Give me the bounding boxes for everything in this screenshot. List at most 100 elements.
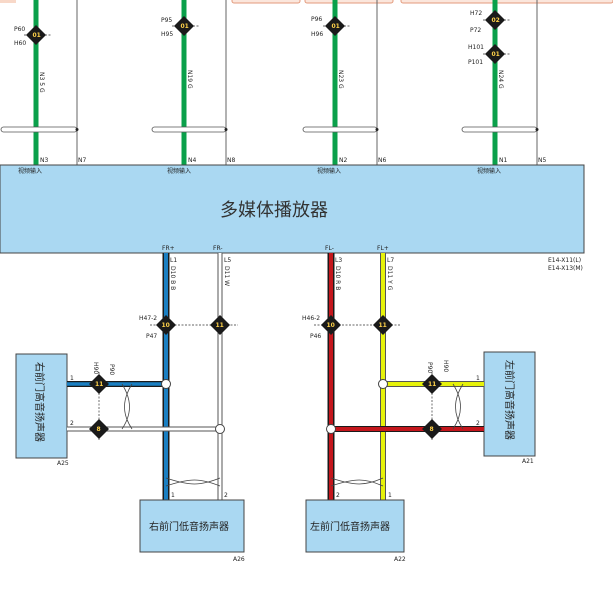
connector-diamond: 11: [373, 315, 393, 335]
wire-code-output: D11 Y G: [386, 266, 393, 291]
speaker-a25-name: 右前门高音扬声器: [33, 362, 46, 442]
svg-text:11: 11: [95, 381, 103, 388]
output-pin-name: FL+: [377, 245, 389, 252]
connector-label: H90: [442, 360, 449, 372]
connector-label: P95: [161, 17, 172, 24]
svg-text:11: 11: [428, 381, 436, 388]
svg-text:10: 10: [327, 322, 335, 329]
splice-node: [161, 379, 171, 389]
shield-bar: [151, 126, 227, 133]
svg-text:01: 01: [332, 23, 340, 30]
speaker-a26-name: 右前门低音扬声器: [149, 520, 229, 533]
top-tab-2: [304, 0, 394, 4]
svg-text:11: 11: [216, 322, 224, 329]
connector-diamond: 02: [483, 10, 511, 30]
svg-text:10: 10: [162, 322, 170, 329]
splice-node: [215, 424, 225, 434]
connector-diamond: 8: [422, 419, 442, 439]
speaker-pin: 2: [224, 492, 228, 499]
speaker-a26-box: [139, 499, 245, 553]
connector-label: H90: [92, 362, 99, 374]
connector-diamond: 10: [321, 315, 341, 335]
output-pin-name: FL-: [325, 245, 334, 252]
wire-code-output: D10 R B: [334, 266, 341, 290]
connector-diamond: 8: [89, 419, 109, 439]
wire-code-video-2: N19 G: [186, 70, 193, 89]
connector-label: P60: [14, 26, 25, 33]
output-pin-number: L3: [335, 257, 342, 264]
svg-text:8: 8: [97, 426, 101, 433]
splice-node: [326, 424, 336, 434]
connector-diamond: 11: [422, 374, 442, 394]
svg-text:01: 01: [492, 51, 500, 58]
connector-label: H96: [311, 31, 323, 38]
speaker-pin: 1: [70, 375, 74, 382]
wire-code-output: D10 B B: [169, 266, 176, 290]
speaker-a25-box: [15, 353, 68, 459]
connector-label: P90: [426, 362, 433, 373]
speaker-pin: 1: [171, 492, 175, 499]
splice-node: [378, 379, 388, 389]
pin-label: N1: [499, 157, 507, 164]
speaker-a21-id: A21: [522, 458, 534, 465]
connector-label: H72: [470, 10, 482, 17]
pin-label: N2: [339, 157, 347, 164]
shield-bar: [461, 126, 538, 133]
shield-bar: [302, 126, 378, 133]
svg-text:02: 02: [492, 17, 500, 24]
top-tab-3: [400, 0, 613, 4]
speaker-pin: 2: [336, 492, 340, 499]
svg-text:11: 11: [379, 322, 387, 329]
speaker-a22-id: A22: [394, 556, 406, 563]
connector-label: H46-2: [302, 315, 320, 322]
wire-code-output: D11 W: [223, 266, 230, 286]
speaker-pin: 1: [476, 375, 480, 382]
speaker-a22-name: 左前门低音扬声器: [310, 520, 390, 533]
svg-text:01: 01: [33, 32, 41, 39]
pin-label: N8: [227, 157, 235, 164]
output-pin-name: FR+: [162, 245, 175, 252]
connector-diamond: 11: [210, 315, 230, 335]
output-pin-number: L5: [224, 257, 231, 264]
video-input-label: 视频输入: [477, 167, 501, 175]
connector-label: H47-2: [139, 315, 157, 322]
shield-bar: [0, 126, 78, 133]
twisted-pair-mark: [165, 477, 221, 487]
speaker-a26-id: A26: [233, 556, 245, 563]
output-pin-number: L1: [170, 257, 177, 264]
speaker-pin: 1: [388, 492, 392, 499]
speaker-a25-id: A25: [57, 460, 69, 467]
speaker-a21-name: 左前门高音扬声器: [503, 360, 516, 440]
pin-label: N7: [78, 157, 86, 164]
connector-diamond: 01: [24, 25, 52, 45]
connector-label: H101: [468, 44, 484, 51]
connector-diamond: 01: [323, 16, 351, 36]
connector-label: P46: [310, 333, 321, 340]
pin-label: N6: [378, 157, 386, 164]
video-input-label: 视频输入: [317, 167, 341, 175]
speaker-a22-box: [305, 499, 405, 553]
connector-diamond: 01: [172, 16, 200, 36]
pin-label: N5: [538, 157, 546, 164]
connector-diamond: 11: [89, 374, 109, 394]
speaker-pin: 2: [476, 420, 480, 427]
player-title: 多媒体播放器: [220, 200, 328, 221]
top-tab-1: [231, 0, 301, 4]
connector-diamond: 10: [156, 315, 176, 335]
connector-label: P101: [468, 59, 483, 66]
connector-label: P90: [108, 364, 115, 375]
wire-code-video-1: N3 5 G: [38, 72, 45, 93]
pin-label: N4: [188, 157, 196, 164]
player-connector-id: E14-X13(M): [548, 265, 583, 272]
svg-text:01: 01: [181, 23, 189, 30]
video-input-label: 视频输入: [18, 167, 42, 175]
video-input-label: 视频输入: [167, 167, 191, 175]
connector-label: P47: [146, 333, 157, 340]
speaker-pin: 2: [70, 420, 74, 427]
output-pin-number: L7: [387, 257, 394, 264]
connector-label: P72: [470, 27, 481, 34]
connector-label: H60: [14, 40, 26, 47]
pin-label: N3: [40, 157, 48, 164]
wire-code-video-4: N24 G: [497, 70, 504, 89]
